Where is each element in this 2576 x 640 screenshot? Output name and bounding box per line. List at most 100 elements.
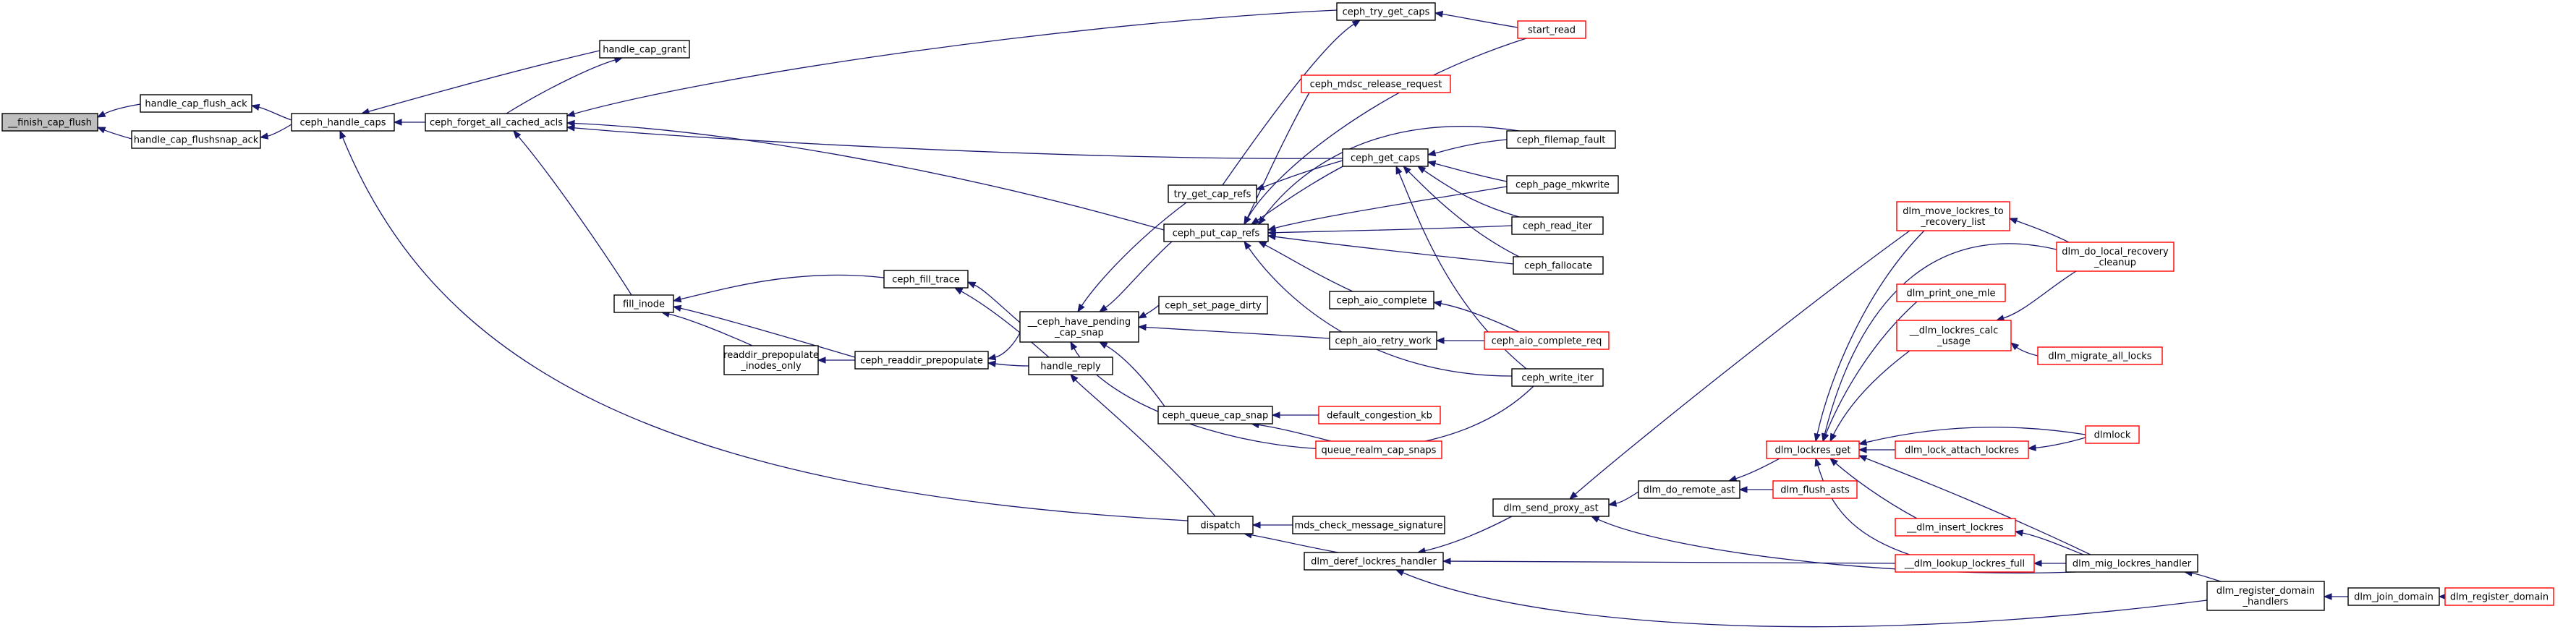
node-label: ceph_write_iter <box>1521 373 1594 384</box>
node-box <box>1895 440 2029 459</box>
node-dlm-lock-attach-lockres[interactable]: dlm_lock_attach_lockres <box>1895 440 2029 459</box>
node-fill-inode[interactable]: fill_inode <box>613 294 674 313</box>
node-ceph-fill-trace[interactable]: ceph_fill_trace <box>883 270 969 289</box>
node-box <box>1638 480 1740 499</box>
node-dlm-move-lockres-to-recovery-list[interactable]: dlm_move_lockres_to_recovery_list <box>1896 201 2010 231</box>
node-default-congestion-kb[interactable]: default_congestion_kb <box>1318 406 1441 424</box>
node-label: __ceph_have_pending <box>1027 317 1131 328</box>
call-edge <box>1250 164 1346 225</box>
node-handle-cap-flushsnap-ack[interactable]: handle_cap_flushsnap_ack <box>131 130 261 149</box>
node-ceph-get-caps[interactable]: ceph_get_caps <box>1342 148 1429 167</box>
node-box <box>1329 291 1434 310</box>
node-ceph-set-page-dirty[interactable]: ceph_set_page_dirty <box>1158 296 1268 315</box>
node-start-read[interactable]: start_read <box>1517 20 1586 39</box>
edge-line <box>103 103 141 115</box>
node-label: _cleanup <box>2093 257 2136 268</box>
call-edge <box>513 129 632 296</box>
node-box <box>1895 554 2035 573</box>
node-handle-cap-grant[interactable]: handle_cap_grant <box>599 40 690 59</box>
node-ceph-aio-complete[interactable]: ceph_aio_complete <box>1329 291 1434 310</box>
node-dlm-lockres-calc-usage[interactable]: __dlm_lockres_calc_usage <box>1896 320 2012 351</box>
call-edge <box>1222 20 1361 186</box>
node-dlm-do-local-recovery-cleanup[interactable]: dlm_do_local_recovery_cleanup <box>2056 242 2175 272</box>
call-edge <box>1255 160 1343 190</box>
edge-line <box>1105 241 1173 308</box>
call-edge <box>672 304 856 358</box>
node-dlm-lookup-lockres-full[interactable]: __dlm_lookup_lockres_full <box>1895 554 2035 573</box>
node-ceph-readdir-prepopulate[interactable]: ceph_readdir_prepopulate <box>854 351 989 370</box>
edge-line <box>1262 126 1520 219</box>
node-ceph-mdsc-release-request[interactable]: ceph_mdsc_release_request <box>1301 74 1451 93</box>
node-ceph-read-iter[interactable]: ceph_read_iter <box>1511 216 1604 235</box>
node-readdir-prepopulate-inodes-only[interactable]: readdir_prepopulate_inodes_only <box>723 345 819 375</box>
node-box <box>1292 516 1445 534</box>
edge-line <box>668 313 753 346</box>
edge-line <box>1075 379 1216 517</box>
edge-arrowhead <box>1568 491 1578 500</box>
node-ceph-fallocate[interactable]: ceph_fallocate <box>1513 256 1604 275</box>
node-dlm-join-domain[interactable]: dlm_join_domain <box>2347 587 2440 606</box>
node-dlm-register-domain-handlers[interactable]: dlm_register_domain_handlers <box>2206 581 2325 611</box>
node-box <box>1187 516 1254 534</box>
node-ceph-queue-cap-snap[interactable]: ceph_queue_cap_snap <box>1157 406 1273 424</box>
node-dlm-deref-lockres-handler[interactable]: dlm_deref_lockres_handler <box>1304 552 1444 571</box>
node-ceph-page-mkwrite[interactable]: ceph_page_mkwrite <box>1506 175 1619 194</box>
node-try-get-cap-refs[interactable]: try_get_cap_refs <box>1168 184 1257 203</box>
edge-arrowhead <box>1403 166 1411 174</box>
node-label: ceph_set_page_dirty <box>1165 301 1262 312</box>
node-dlm-print-one-mle[interactable]: dlm_print_one_mle <box>1896 283 2006 302</box>
node-dlm-mig-lockres-handler[interactable]: dlm_mig_lockres_handler <box>2065 554 2198 573</box>
edge-line <box>1450 560 1896 564</box>
edge-arrowhead <box>1267 233 1277 241</box>
node-dlm-do-remote-ast[interactable]: dlm_do_remote_ast <box>1638 480 1740 499</box>
node-ceph-put-cap-refs[interactable]: ceph_put_cap_refs <box>1163 223 1269 242</box>
node-dispatch[interactable]: dispatch <box>1187 516 1254 534</box>
node-dlmlock[interactable]: dlmlock <box>2085 425 2140 444</box>
edge-line <box>267 124 292 137</box>
edge-arrowhead <box>339 129 347 140</box>
node-ceph-aio-complete-req[interactable]: ceph_aio_complete_req <box>1484 331 1610 350</box>
node-handle-reply[interactable]: handle_reply <box>1028 357 1113 375</box>
node-handle-cap-flush-ack[interactable]: handle_cap_flush_ack <box>140 94 252 113</box>
node-box <box>140 94 252 113</box>
node-ceph-handle-caps[interactable]: ceph_handle_caps <box>291 113 395 132</box>
node-label: dlm_lock_attach_lockres <box>1905 445 2019 456</box>
call-edge <box>1434 10 1518 28</box>
call-edge <box>2010 342 2039 357</box>
node-label: dlm_register_domain <box>2216 586 2315 597</box>
node-box <box>131 130 261 149</box>
edge-arrowhead <box>1351 20 1361 27</box>
edge-line <box>1816 230 1925 435</box>
node-label: dlm_send_proxy_ast <box>1503 503 1598 514</box>
node-dlm-migrate-all-locks[interactable]: dlm_migrate_all_locks <box>2037 346 2163 365</box>
node-label: ceph_queue_cap_snap <box>1162 411 1268 422</box>
node-label: ceph_try_get_caps <box>1343 7 1430 18</box>
edge-line <box>1264 244 1353 292</box>
node-dlm-register-domain[interactable]: dlm_register_domain <box>2444 587 2554 606</box>
node-ceph-filemap-fault[interactable]: ceph_filemap_fault <box>1506 130 1616 149</box>
node-dlm-send-proxy-ast[interactable]: dlm_send_proxy_ast <box>1492 498 1610 517</box>
node-mds-check-message-signature[interactable]: mds_check_message_signature <box>1292 516 1445 534</box>
call-edge <box>506 56 624 114</box>
call-edge <box>1395 569 2208 628</box>
node-queue-realm-cap-snaps[interactable]: queue_realm_cap_snaps <box>1315 440 1442 459</box>
edge-arrowhead <box>259 132 269 140</box>
node-label: ceph_aio_complete_req <box>1492 336 1602 347</box>
call-edge <box>1244 38 1527 226</box>
node-ceph-forget-all-cached-acls[interactable]: ceph_forget_all_cached_acls <box>425 113 568 132</box>
call-edge <box>987 332 1021 361</box>
node-ceph-write-iter[interactable]: ceph_write_iter <box>1511 368 1604 387</box>
node-finish-cap-flush[interactable]: __finish_cap_flush <box>1 113 98 132</box>
node-dlm-insert-lockres[interactable]: __dlm_insert_lockres <box>1895 518 2016 537</box>
node-ceph-aio-retry-work[interactable]: ceph_aio_retry_work <box>1329 331 1437 350</box>
edge-line <box>1817 465 1910 555</box>
node-label: ceph_mdsc_release_request <box>1310 80 1442 90</box>
node-ceph-have-pending-cap-snap[interactable]: __ceph_have_pending_cap_snap <box>1019 311 1139 343</box>
node-label: ceph_read_iter <box>1523 221 1593 232</box>
node-dlm-flush-asts[interactable]: dlm_flush_asts <box>1772 480 1858 499</box>
node-dlm-lockres-get[interactable]: dlm_lockres_get <box>1766 440 1860 459</box>
node-box <box>291 113 395 132</box>
node-label: dlm_mig_lockres_handler <box>2073 559 2192 570</box>
edge-arrowhead <box>1814 457 1822 467</box>
node-ceph-try-get-caps[interactable]: ceph_try_get_caps <box>1336 2 1436 21</box>
